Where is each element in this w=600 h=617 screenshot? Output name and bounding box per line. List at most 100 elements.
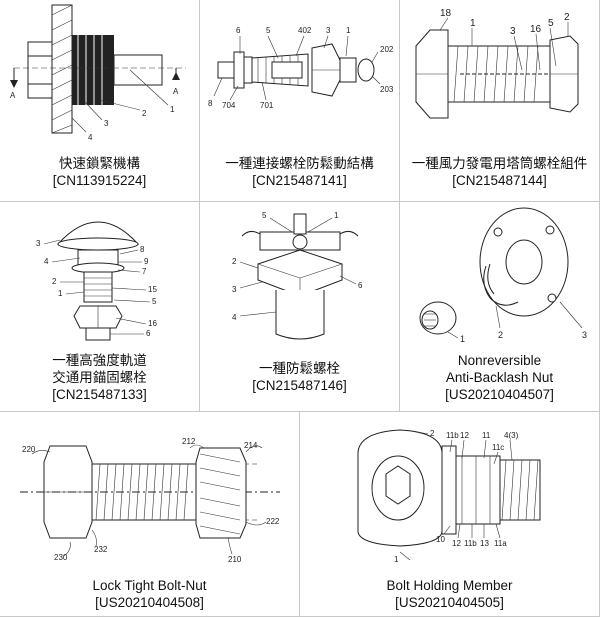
patent-cell-7: 220 212 214 222 230 232 210 Lock Tight B…	[0, 412, 300, 617]
figure-label: 232	[94, 545, 108, 554]
figure-label: A	[173, 87, 179, 96]
patent-cell-8: 2 11b 12 11 4(3) 11c 10 12 11b 13 11a 1 …	[300, 412, 600, 617]
figure-label: 8	[208, 99, 213, 108]
caption-number: [CN113915224]	[0, 172, 199, 189]
caption-title-line-2: 交通用錨固螺栓	[0, 369, 199, 386]
caption-number: [US20210404507]	[400, 386, 599, 403]
figure-label: 10	[436, 535, 445, 544]
patent-drawing-3: 18 1 3 16 5 2	[400, 0, 600, 150]
figure-label: 11b	[464, 539, 477, 548]
figure-label: 9	[144, 257, 149, 266]
figure-label: 16	[148, 319, 157, 328]
caption-title: 一種高強度軌道	[0, 352, 199, 369]
figure-label: 212	[182, 437, 196, 446]
caption-number: [CN215487141]	[200, 172, 399, 189]
figure-label: 4	[88, 133, 93, 142]
figure-label: 18	[440, 8, 452, 19]
figure-label: 5	[262, 211, 267, 220]
figure-label: 230	[54, 553, 68, 562]
figure-label: 1	[394, 555, 399, 564]
patent-caption: 一種高強度軌道 交通用錨固螺栓 [CN215487133]	[0, 352, 199, 403]
figure-label: 4	[44, 257, 49, 266]
figure-label: 11	[482, 431, 491, 440]
patent-caption: 一種風力發電用塔筒螺栓組件 [CN215487144]	[400, 155, 599, 189]
patent-caption: 一種連接螺栓防鬆動結構 [CN215487141]	[200, 155, 399, 189]
figure-label: 222	[266, 517, 280, 526]
figure-label: 6	[146, 329, 151, 338]
caption-number: [US20210404505]	[300, 594, 599, 611]
figure-label: 1	[170, 105, 175, 114]
figure-label: 15	[148, 285, 157, 294]
figure-label: 2	[142, 109, 147, 118]
caption-title-line-2: Anti-Backlash Nut	[400, 369, 599, 386]
patent-drawing-1: A A 1 2 3 4	[0, 0, 200, 150]
figure-label: 3	[36, 239, 41, 248]
figure-label: 214	[244, 441, 258, 450]
caption-title: 一種防鬆螺栓	[200, 360, 399, 377]
figure-label: 4(3)	[504, 431, 519, 440]
figure-label: 1	[346, 26, 351, 35]
figure-label: 402	[298, 26, 312, 35]
figure-label: 5	[548, 18, 554, 29]
figure-label: 16	[530, 24, 542, 35]
figure-label: 12	[460, 431, 469, 440]
patent-cell-2: 6 5 402 3 1 202 203 8 704 701 一種連接螺栓防鬆動結…	[200, 0, 400, 202]
patent-cell-4: 3 4 8 9 7 2 1 15 5 16 6 一種高強度軌道 交通用錨固螺栓 …	[0, 202, 200, 412]
figure-label: 4	[232, 313, 237, 322]
patent-drawing-6: 1 2 3	[400, 202, 600, 347]
figure-label: 5	[266, 26, 271, 35]
caption-number: [US20210404508]	[0, 594, 299, 611]
patent-caption: Lock Tight Bolt-Nut [US20210404508]	[0, 577, 299, 611]
patent-cell-6: 1 2 3 Nonreversible Anti-Backlash Nut [U…	[400, 202, 600, 412]
caption-title: 快速鎖緊機構	[0, 155, 199, 172]
patent-caption: Bolt Holding Member [US20210404505]	[300, 577, 599, 611]
caption-title: Bolt Holding Member	[300, 577, 599, 594]
patent-cell-3: 18 1 3 16 5 2 一種風力發電用塔筒螺栓組件 [CN215487144…	[400, 0, 600, 202]
figure-label: 203	[380, 85, 394, 94]
figure-label: 1	[460, 334, 465, 344]
figure-label: 2	[430, 429, 435, 438]
caption-number: [CN215487146]	[200, 377, 399, 394]
caption-number: [CN215487133]	[0, 386, 199, 403]
figure-label: 2	[52, 277, 57, 286]
figure-label: 704	[222, 101, 236, 110]
figure-label: 2	[232, 257, 237, 266]
figure-label: 13	[480, 539, 489, 548]
patent-drawing-7: 220 212 214 222 230 232 210	[0, 412, 300, 567]
patent-cell-5: 5 1 2 3 4 6 一種防鬆螺栓 [CN215487146]	[200, 202, 400, 412]
patent-drawing-4: 3 4 8 9 7 2 1 15 5 16 6	[0, 202, 200, 347]
figure-label: 3	[582, 330, 587, 340]
figure-label: 6	[236, 26, 241, 35]
patent-drawing-2: 6 5 402 3 1 202 203 8 704 701	[200, 0, 400, 150]
figure-label: 701	[260, 101, 274, 110]
patent-cell-1: A A 1 2 3 4 快速鎖緊機構 [CN113915224]	[0, 0, 200, 202]
figure-label: 11c	[492, 443, 504, 452]
figure-label: 210	[228, 555, 242, 564]
caption-number: [CN215487144]	[400, 172, 599, 189]
caption-title: Lock Tight Bolt-Nut	[0, 577, 299, 594]
figure-label: 202	[380, 45, 394, 54]
figure-label: 1	[334, 211, 339, 220]
figure-label: 3	[510, 26, 516, 37]
figure-label: 5	[152, 297, 157, 306]
patent-caption: Nonreversible Anti-Backlash Nut [US20210…	[400, 352, 599, 403]
figure-label: A	[10, 91, 16, 100]
figure-label: 3	[232, 285, 237, 294]
figure-label: 11b	[446, 431, 459, 440]
figure-label: 7	[142, 267, 147, 276]
caption-title: 一種連接螺栓防鬆動結構	[200, 155, 399, 172]
figure-label: 3	[326, 26, 331, 35]
figure-label: 1	[58, 289, 63, 298]
patent-caption: 快速鎖緊機構 [CN113915224]	[0, 155, 199, 189]
figure-label: 6	[358, 281, 363, 290]
figure-label: 220	[22, 445, 36, 454]
patent-caption: 一種防鬆螺栓 [CN215487146]	[200, 360, 399, 394]
caption-title: Nonreversible	[400, 352, 599, 369]
figure-label: 12	[452, 539, 461, 548]
figure-label: 1	[470, 18, 476, 29]
figure-label: 11a	[494, 539, 507, 548]
patent-drawing-8: 2 11b 12 11 4(3) 11c 10 12 11b 13 11a 1	[300, 412, 600, 567]
figure-label: 3	[104, 119, 109, 128]
caption-title: 一種風力發電用塔筒螺栓組件	[400, 155, 599, 172]
